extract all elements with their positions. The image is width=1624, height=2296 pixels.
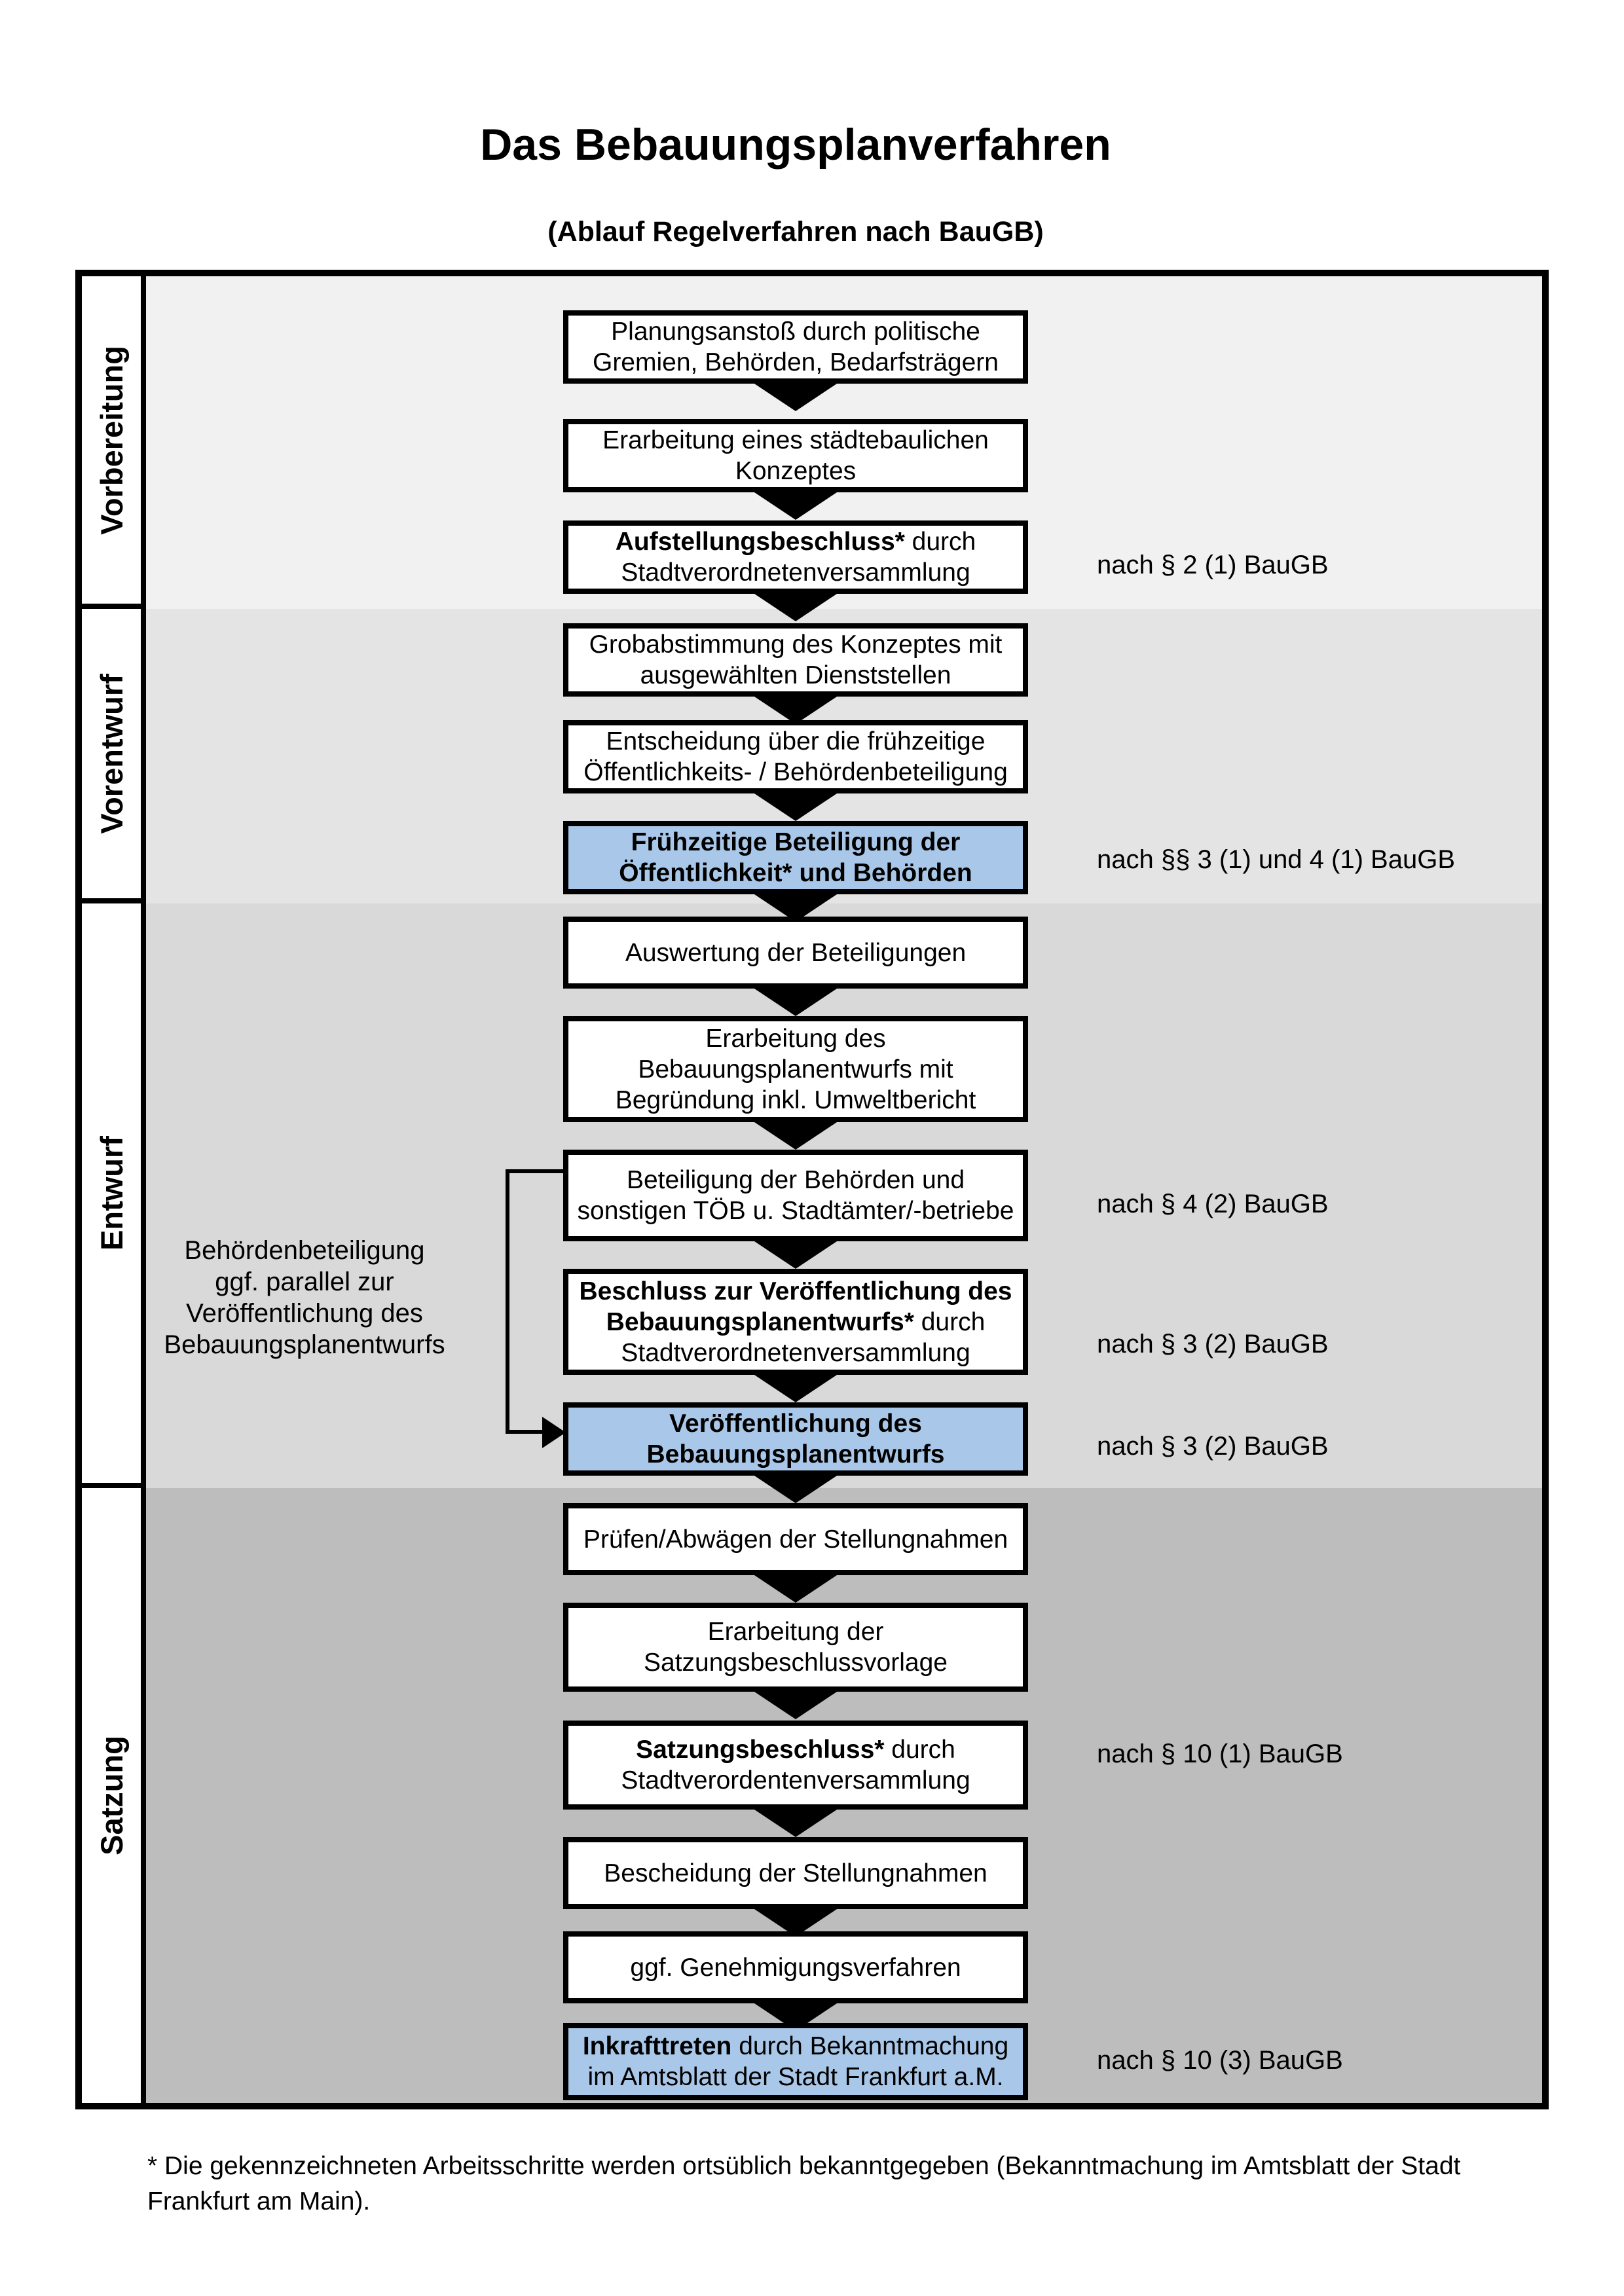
branch-line-bottom [506,1430,545,1434]
phase-label-text: Vorentwurf [94,673,129,834]
step-text: Beteiligung der Behörden und sonstigen T… [577,1166,1014,1225]
step-planungsanstoss: Planungsanstoß durch politische Gremien,… [563,310,1028,384]
step-aufstellungsbeschluss: Aufstellungsbeschluss* durch Stadtverord… [563,520,1028,594]
flow-arrow-down [752,1374,839,1402]
step-text: Grobabstimmung des Konzeptes mit ausgewä… [589,630,1003,689]
legal-reference: nach §§ 3 (1) und 4 (1) BauGB [1097,845,1455,874]
flow-arrow-down [752,1574,839,1603]
phase-label-entwurf: Entwurf [82,903,141,1488]
step-text-bold: Satzungsbeschluss* [636,1736,885,1764]
step-text: Erarbeitung des Bebauungsplanentwurfs mi… [615,1024,976,1114]
flow-arrow-down [752,695,839,724]
step-text: Inkrafttreten durch Bekanntmachung im Am… [576,2031,1015,2092]
phase-label-vorentwurf: Vorentwurf [82,609,141,903]
flow-arrow-down [752,1474,839,1503]
step-text-bold: Beschluss zur Veröffentlichung des Bebau… [579,1277,1012,1336]
step-text: Erarbeitung der Satzungsbeschlussvorlage [644,1618,948,1677]
side-note-parallel-beteiligung: Behördenbeteiligung ggf. parallel zur Ve… [154,1235,455,1360]
step-text: Satzungsbeschluss* durch Stadtverordente… [576,1734,1015,1796]
phase-label-text: Entwurf [94,1136,129,1250]
step-text: Beschluss zur Veröffentlichung des Bebau… [576,1276,1015,1368]
flow-arrow-down [752,987,839,1016]
step-text: Erarbeitung eines städtebaulichen Konzep… [602,426,989,485]
flow-arrow-down [752,792,839,821]
step-auswertung-beteiligungen: Auswertung der Beteiligungen [563,917,1028,989]
flow-arrow-down [752,1240,839,1269]
step-text-bold: Inkrafttreten [582,2032,732,2060]
step-text-rest: durch Stadtverordnetenversammlung [621,1307,986,1367]
step-staedtebauliches-konzept: Erarbeitung eines städtebaulichen Konzep… [563,419,1028,492]
branch-arrow-right-icon [542,1417,566,1448]
phase-label-vorbereitung: Vorbereitung [82,276,141,609]
side-note-line: Veröffentlichung des [186,1299,423,1328]
step-beteiligung-behoerden-toeb: Beteiligung der Behörden und sonstigen T… [563,1150,1028,1241]
footnote: * Die gekennzeichneten Arbeitsschritte w… [147,2152,1461,2215]
legal-reference: nach § 10 (3) BauGB [1097,2046,1343,2075]
page-title: Das Bebauungsplanverfahren [480,120,1111,170]
flow-arrow-down [752,592,839,621]
step-text: Planungsanstoß durch politische Gremien,… [592,318,999,376]
step-erarbeitung-satzungsbeschlussvorlage: Erarbeitung der Satzungsbeschlussvorlage [563,1603,1028,1692]
step-text: Veröffentlichung des Bebauungsplanentwur… [646,1410,945,1468]
step-text: Auswertung der Beteiligungen [625,938,967,967]
step-text-rest: durch Stadtverordentenversammlung [621,1736,970,1795]
legal-reference: nach § 3 (2) BauGB [1097,1432,1329,1461]
step-pruefen-abwaegen-stellungnahmen: Prüfen/Abwägen der Stellungnahmen [563,1503,1028,1575]
page-subtitle: (Ablauf Regelverfahren nach BauGB) [547,216,1044,247]
step-text: Entscheidung über die frühzeitige Öffent… [583,727,1008,786]
legal-reference: nach § 4 (2) BauGB [1097,1190,1329,1218]
side-note-line: Behördenbeteiligung [184,1236,425,1265]
step-text-rest: durch Bekanntmachung im Amtsblatt der St… [587,2032,1009,2091]
step-entscheidung-fruehzeitige-beteiligung: Entscheidung über die frühzeitige Öffent… [563,720,1028,793]
step-veroeffentlichung-entwurf: Veröffentlichung des Bebauungsplanentwur… [563,1402,1028,1476]
side-note-line: ggf. parallel zur [215,1267,394,1296]
phase-label-text: Vorbereitung [94,345,129,535]
step-fruehzeitige-beteiligung: Frühzeitige Beteiligung der Öffentlichke… [563,821,1028,894]
legal-reference: nach § 3 (2) BauGB [1097,1330,1329,1358]
step-text: Aufstellungsbeschluss* durch Stadtverord… [576,526,1015,588]
legal-reference: nach § 10 (1) BauGB [1097,1740,1343,1768]
flow-arrow-down [752,1690,839,1719]
branch-line-top [506,1169,564,1173]
step-beschluss-veroeffentlichung: Beschluss zur Veröffentlichung des Bebau… [563,1269,1028,1375]
flow-arrow-down [752,382,839,411]
side-note-line: Bebauungsplanentwurfs [164,1330,445,1359]
phase-label-satzung: Satzung [82,1488,141,2103]
step-bescheidung-stellungnahmen: Bescheidung der Stellungnahmen [563,1837,1028,1909]
step-grobabstimmung: Grobabstimmung des Konzeptes mit ausgewä… [563,623,1028,697]
step-text: Frühzeitige Beteiligung der Öffentlichke… [619,828,972,887]
legal-reference: nach § 2 (1) BauGB [1097,551,1329,579]
phase-label-column: Vorbereitung Vorentwurf Entwurf Satzung [82,276,146,2103]
step-text-rest: durch Stadtverordnetenversammlung [621,528,976,587]
step-text: ggf. Genehmigungsverfahren [630,1953,961,1982]
step-erarbeitung-bebauungsplanentwurf: Erarbeitung des Bebauungsplanentwurfs mi… [563,1016,1028,1122]
branch-line-vertical [506,1169,509,1434]
flow-arrow-down [752,1808,839,1837]
phase-label-text: Satzung [94,1736,129,1855]
step-satzungsbeschluss: Satzungsbeschluss* durch Stadtverordente… [563,1721,1028,1810]
step-inkrafttreten: Inkrafttreten durch Bekanntmachung im Am… [563,2023,1028,2100]
step-text: Bescheidung der Stellungnahmen [604,1859,987,1887]
flow-arrow-down [752,491,839,520]
step-text-bold: Aufstellungsbeschluss* [615,528,905,556]
flow-arrow-down [752,1121,839,1150]
step-genehmigungsverfahren: ggf. Genehmigungsverfahren [563,1931,1028,2003]
step-text: Prüfen/Abwägen der Stellungnahmen [583,1525,1008,1554]
